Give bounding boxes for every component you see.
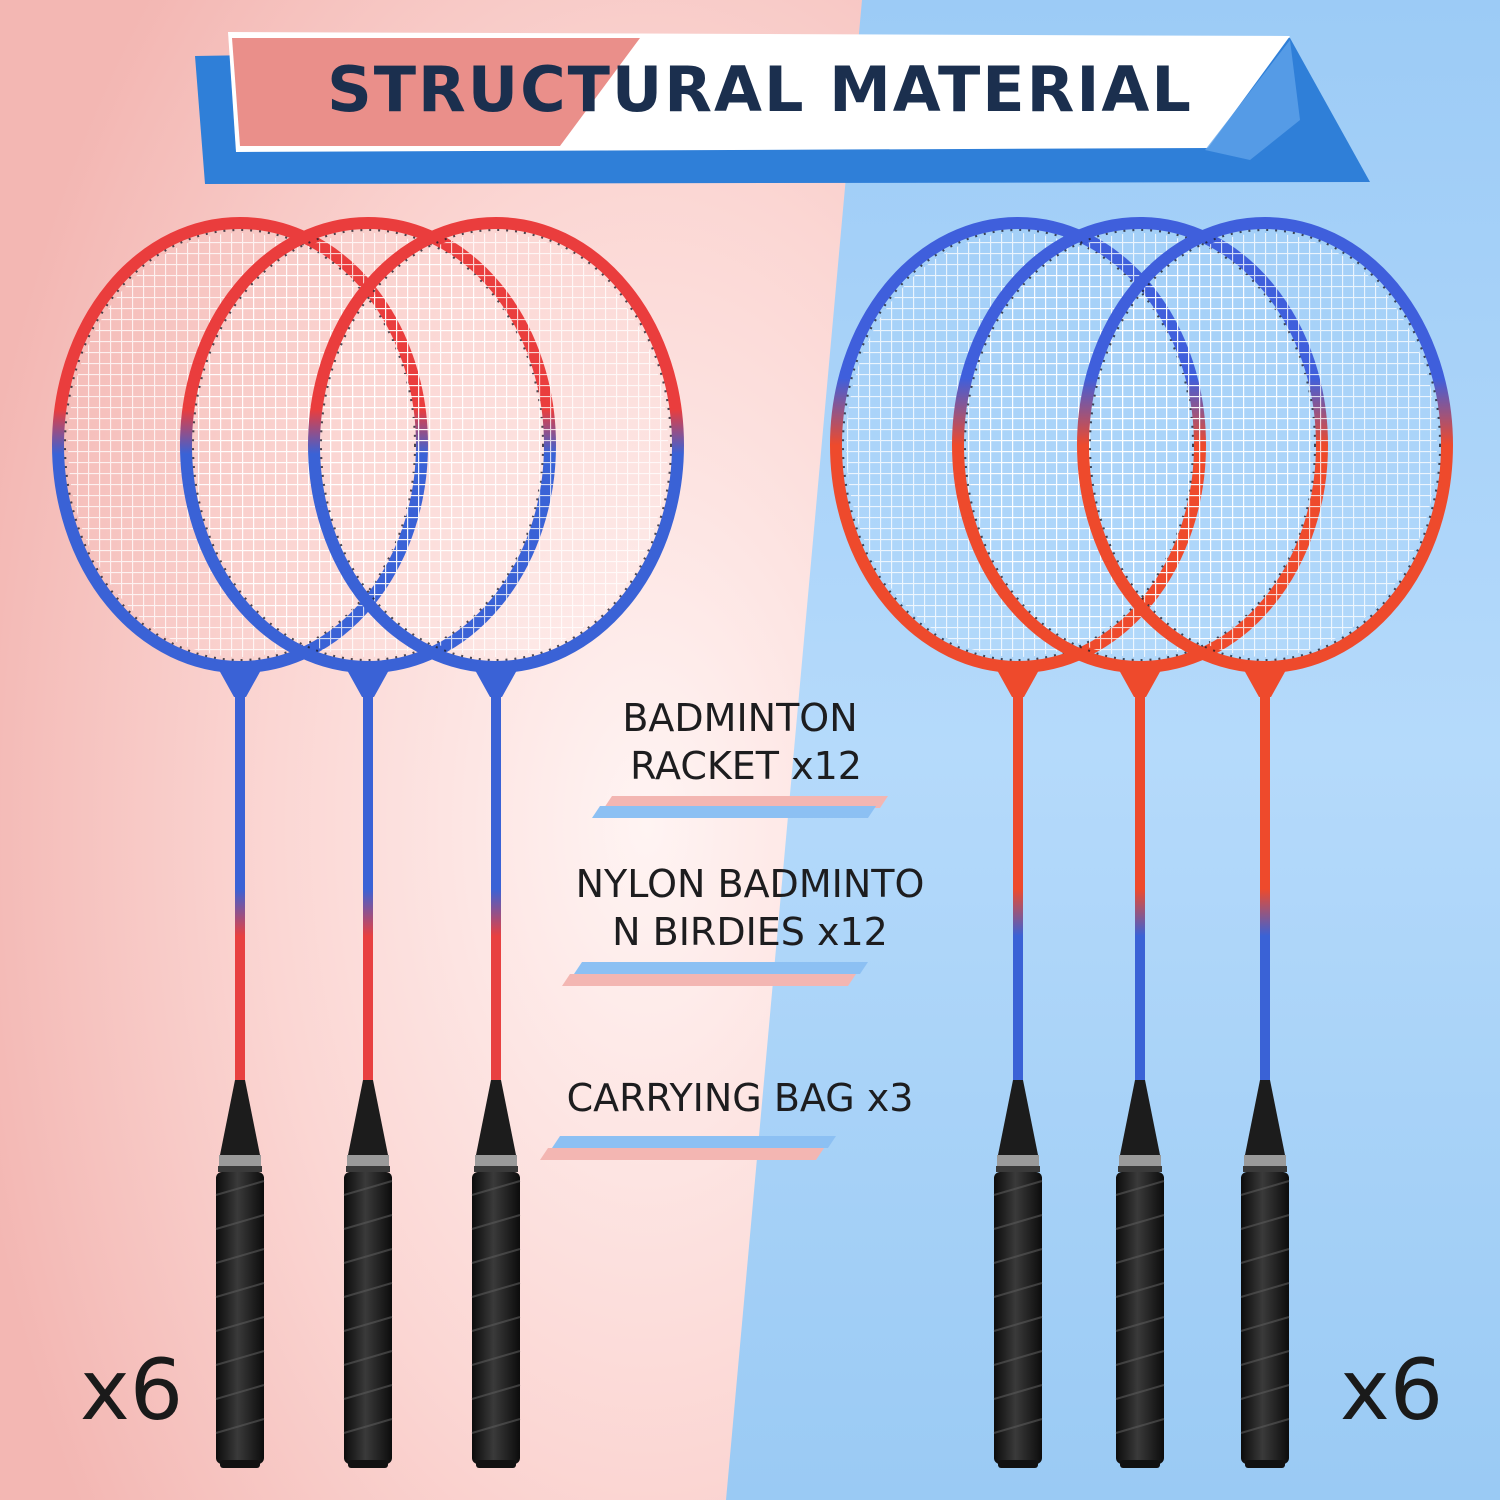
red-blue-racket-3 [308,217,684,1468]
content-label-bag: CARRYING BAG x3 [566,1076,914,1120]
title-banner [195,32,1370,184]
blue-head-racket-set [830,217,1453,1468]
red-head-racket-set [52,217,684,1468]
banner-title: STRUCTURAL MATERIAL [327,53,1193,126]
blue-red-racket-3 [1077,217,1453,1468]
left-set-quantity: x6 [80,1341,184,1439]
content-label-rackets: BADMINTON RACKET x12 [622,696,862,788]
content-label-birdies: NYLON BADMINTO N BIRDIES x12 [575,862,925,954]
label-underlines [540,796,888,1160]
right-set-quantity: x6 [1340,1341,1444,1439]
